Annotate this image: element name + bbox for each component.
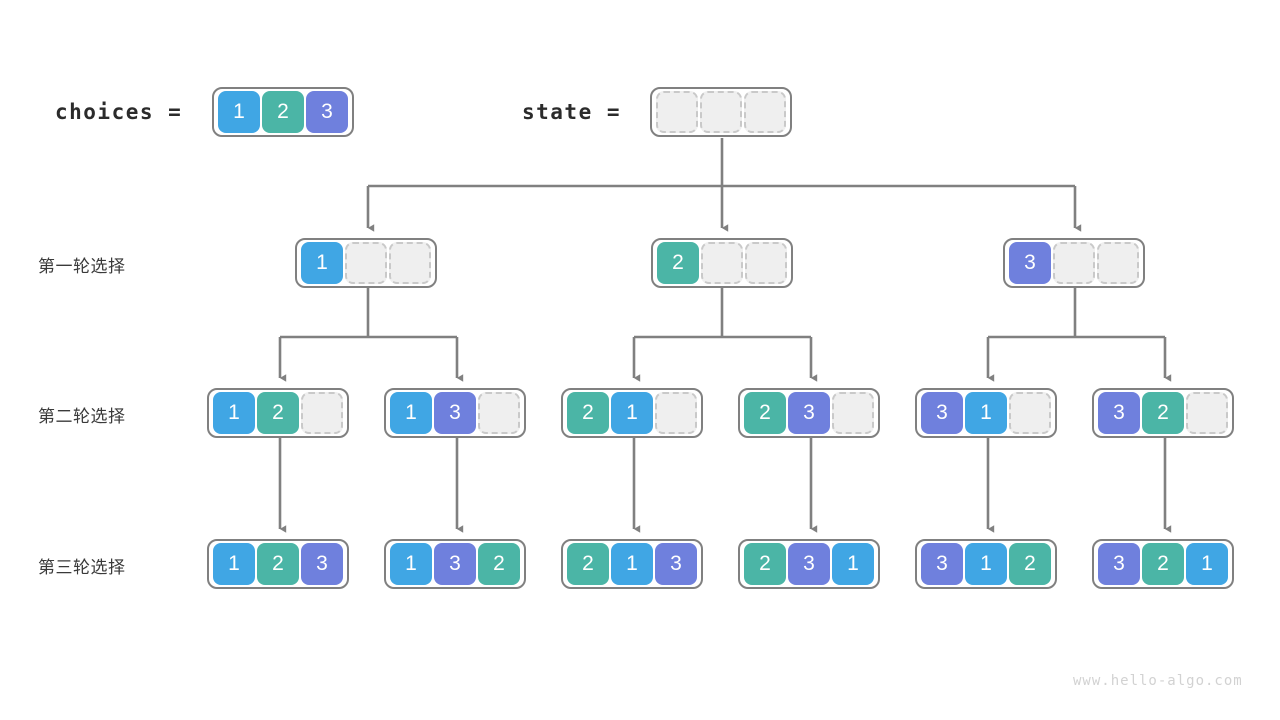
node-round3-132-cell-1: 3 — [434, 543, 476, 585]
node-round2-12-cell-1: 2 — [257, 392, 299, 434]
node-round2-32-cell-2 — [1186, 392, 1228, 434]
node-round3-132-cell-0: 1 — [390, 543, 432, 585]
node-round3-213-cell-2: 3 — [655, 543, 697, 585]
node-round3-231-cell-2: 1 — [832, 543, 874, 585]
node-round2-13-cell-1: 3 — [434, 392, 476, 434]
node-round3-123-cell-1: 2 — [257, 543, 299, 585]
node-round1-1-cell-2 — [389, 242, 431, 284]
choices-label: choices = — [55, 100, 183, 124]
node-round1-1-cell-1 — [345, 242, 387, 284]
node-round2-21-cell-0: 2 — [567, 392, 609, 434]
row-label-round-3: 第三轮选择 — [38, 558, 126, 577]
node-round2-13-cell-2 — [478, 392, 520, 434]
node-round3-321-cell-1: 2 — [1142, 543, 1184, 585]
node-round2-32-cell-0: 3 — [1098, 392, 1140, 434]
node-round3-123-cell-0: 1 — [213, 543, 255, 585]
node-round3-231-cell-1: 3 — [788, 543, 830, 585]
node-round1-2-cell-0: 2 — [657, 242, 699, 284]
node-round1-1-cell-0: 1 — [301, 242, 343, 284]
row-label-round-1: 第一轮选择 — [38, 257, 126, 276]
node-round2-21-cell-2 — [655, 392, 697, 434]
choices-cell-1: 2 — [262, 91, 304, 133]
node-round2-23-cell-0: 2 — [744, 392, 786, 434]
node-round1-3-cell-2 — [1097, 242, 1139, 284]
node-round2-31-cell-2 — [1009, 392, 1051, 434]
node-round1-3: 3 — [1003, 238, 1145, 288]
state-cell-0 — [656, 91, 698, 133]
node-round3-123-cell-2: 3 — [301, 543, 343, 585]
node-round1-3-cell-0: 3 — [1009, 242, 1051, 284]
node-round1-2-cell-2 — [745, 242, 787, 284]
node-round1-3-cell-1 — [1053, 242, 1095, 284]
node-round2-31-cell-1: 1 — [965, 392, 1007, 434]
choices-cell-0: 1 — [218, 91, 260, 133]
state-array — [650, 87, 792, 137]
node-round1-1: 1 — [295, 238, 437, 288]
node-round3-312-cell-1: 1 — [965, 543, 1007, 585]
node-round2-32-cell-1: 2 — [1142, 392, 1184, 434]
node-round2-12-cell-0: 1 — [213, 392, 255, 434]
node-round1-2-cell-1 — [701, 242, 743, 284]
state-cell-1 — [700, 91, 742, 133]
node-round3-213-cell-1: 1 — [611, 543, 653, 585]
state-label: state = — [522, 100, 622, 124]
node-round3-321-cell-2: 1 — [1186, 543, 1228, 585]
node-round3-321-cell-0: 3 — [1098, 543, 1140, 585]
node-round3-231-cell-0: 2 — [744, 543, 786, 585]
node-round3-312-cell-2: 2 — [1009, 543, 1051, 585]
node-round2-21-cell-1: 1 — [611, 392, 653, 434]
node-round3-213-cell-0: 2 — [567, 543, 609, 585]
node-round2-23-cell-2 — [832, 392, 874, 434]
node-round1-2: 2 — [651, 238, 793, 288]
row-label-round-2: 第二轮选择 — [38, 407, 126, 426]
watermark: www.hello-algo.com — [1073, 673, 1243, 689]
state-cell-2 — [744, 91, 786, 133]
node-round2-13-cell-0: 1 — [390, 392, 432, 434]
node-round3-132-cell-2: 2 — [478, 543, 520, 585]
node-round2-23-cell-1: 3 — [788, 392, 830, 434]
node-round3-312-cell-0: 3 — [921, 543, 963, 585]
node-round2-12-cell-2 — [301, 392, 343, 434]
node-round2-31-cell-0: 3 — [921, 392, 963, 434]
choices-cell-2: 3 — [306, 91, 348, 133]
